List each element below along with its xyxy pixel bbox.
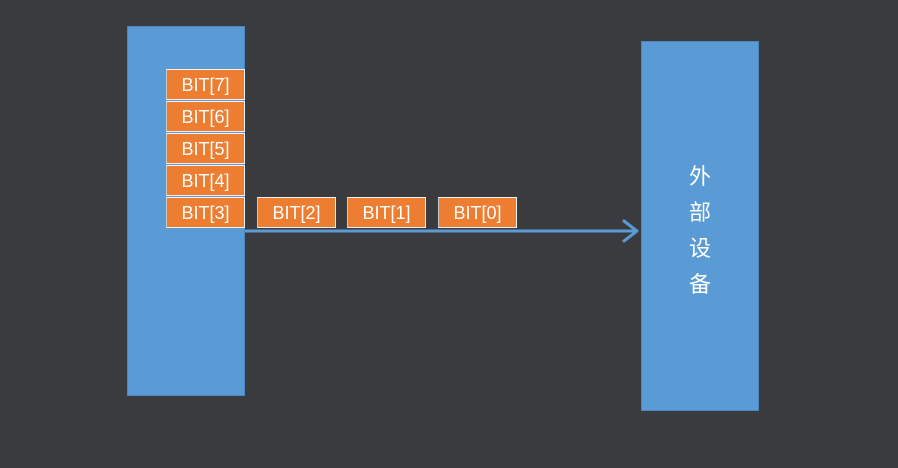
bit-cell-7: BIT[7] — [166, 69, 245, 100]
bit-cell-2: BIT[2] — [257, 197, 336, 228]
bit-cell-0: BIT[0] — [438, 197, 517, 228]
bit-cell-3: BIT[3] — [166, 197, 245, 228]
external-device-block: 外 部 设 备 — [641, 41, 759, 411]
bit-cell-5: BIT[5] — [166, 133, 245, 164]
device-label-char: 设 — [688, 237, 711, 262]
arrow-head — [622, 219, 639, 243]
external-device-label: 外 部 设 备 — [642, 160, 758, 304]
bit-cell-1: BIT[1] — [347, 197, 426, 228]
device-label-char: 部 — [688, 201, 711, 226]
device-label-char: 外 — [688, 165, 711, 190]
bit-cell-4: BIT[4] — [166, 165, 245, 196]
device-label-char: 备 — [688, 273, 711, 298]
bit-cell-6: BIT[6] — [166, 101, 245, 132]
